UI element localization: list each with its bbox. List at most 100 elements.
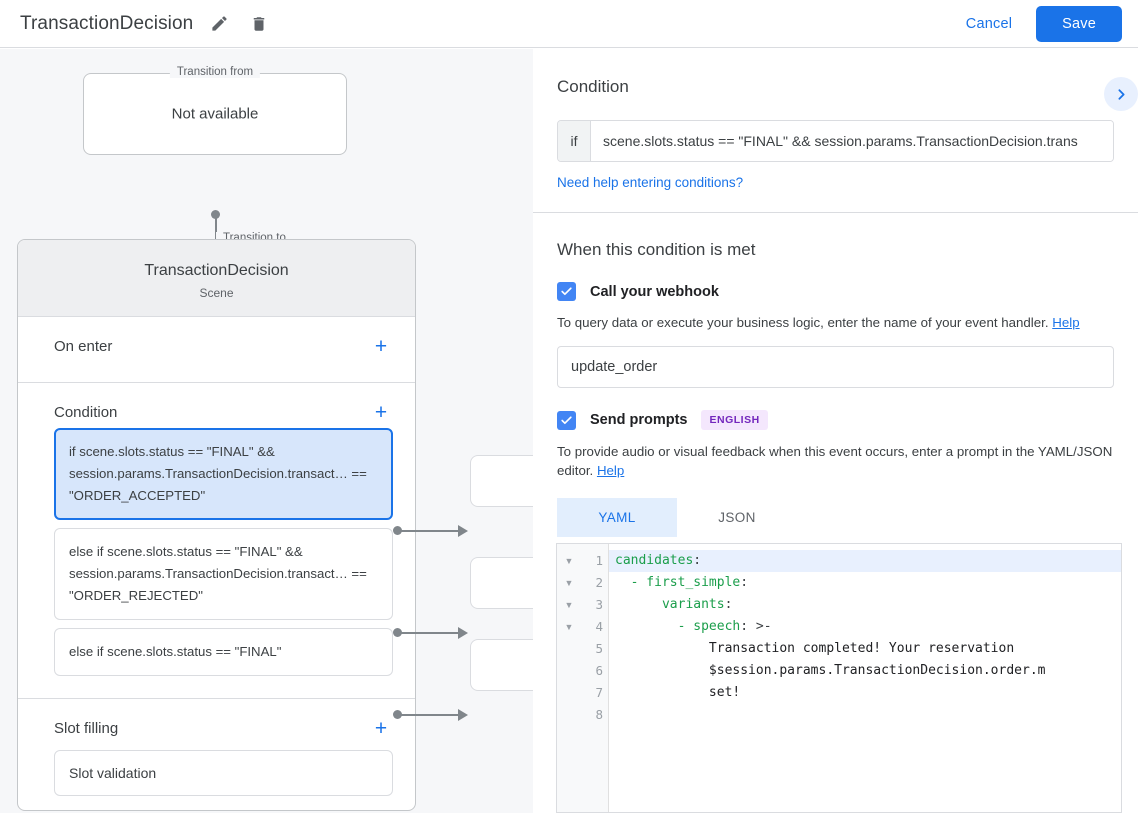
transition-from-value: Not available bbox=[171, 105, 259, 123]
pencil-icon[interactable] bbox=[207, 12, 231, 36]
scene-title: TransactionDecision bbox=[144, 262, 289, 279]
condition-section: Condition if Need help entering conditio… bbox=[533, 49, 1138, 212]
condition-card[interactable]: else if scene.slots.status == "FINAL" bbox=[54, 628, 393, 676]
fold-toggle-icon[interactable]: ▼ bbox=[564, 600, 574, 610]
condition-card[interactable]: else if scene.slots.status == "FINAL" &&… bbox=[54, 528, 393, 620]
add-on-enter-button[interactable]: + bbox=[374, 334, 388, 358]
webhook-help-link[interactable]: Help bbox=[1052, 315, 1080, 330]
header-actions: Cancel Save bbox=[952, 0, 1122, 48]
connector-line bbox=[398, 632, 460, 634]
editor-code-line[interactable]: Transaction completed! Your reservation bbox=[609, 638, 1121, 660]
connector-dot bbox=[393, 628, 402, 637]
editor-line-number: 2 bbox=[595, 575, 603, 590]
connector-line bbox=[398, 530, 460, 532]
condition-card[interactable]: if scene.slots.status == "FINAL" && sess… bbox=[54, 428, 393, 520]
connector-dot bbox=[211, 210, 220, 219]
scene-card: TransactionDecision Scene On enter + Con… bbox=[17, 239, 416, 811]
condition-input[interactable] bbox=[591, 121, 1113, 161]
yaml-key: candidates bbox=[615, 553, 694, 568]
yaml-punctuation: : bbox=[740, 575, 749, 590]
yaml-punctuation: : bbox=[724, 597, 733, 612]
yaml-text: $session.params.TransactionDecision.orde… bbox=[615, 663, 1046, 678]
section-title-on-enter: On enter bbox=[54, 337, 113, 355]
call-webhook-checkbox[interactable] bbox=[557, 282, 576, 301]
editor-line-number: 6 bbox=[595, 663, 603, 678]
connector-line bbox=[398, 714, 460, 716]
fold-spacer bbox=[557, 704, 581, 726]
connector-dot bbox=[393, 710, 402, 719]
webhook-description: To query data or execute your business l… bbox=[557, 313, 1114, 332]
yaml-punctuation: : >- bbox=[740, 619, 772, 634]
editor-code-line[interactable]: candidates: bbox=[609, 550, 1121, 572]
connector-line bbox=[215, 215, 217, 261]
fold-toggle-icon[interactable]: ▼ bbox=[564, 622, 574, 632]
yaml-text: Transaction completed! Your reservation bbox=[615, 641, 1015, 656]
call-webhook-label: Call your webhook bbox=[590, 283, 719, 300]
fold-spacer bbox=[557, 638, 581, 660]
target-node-box[interactable] bbox=[470, 557, 533, 609]
editor-code-area[interactable]: candidates: - first_simple: variants: - … bbox=[609, 544, 1121, 812]
scene-card-header: TransactionDecision Scene bbox=[18, 240, 415, 317]
prompts-check-row: Send prompts ENGLISH bbox=[557, 410, 1114, 430]
editor-fold-column: ▼ ▼ ▼ ▼ bbox=[557, 544, 581, 812]
app-header: TransactionDecision Cancel Save bbox=[0, 0, 1138, 48]
when-condition-met-section: When this condition is met Call your web… bbox=[533, 213, 1138, 537]
target-node-box[interactable] bbox=[470, 639, 533, 691]
editor-line-number: 5 bbox=[595, 641, 603, 656]
save-button[interactable]: Save bbox=[1036, 6, 1122, 42]
editor-line-number: 7 bbox=[595, 685, 603, 700]
editor-code-line[interactable]: $session.params.TransactionDecision.orde… bbox=[609, 660, 1121, 682]
connector-arrowhead bbox=[458, 709, 468, 721]
editor-line-number: 4 bbox=[595, 619, 603, 634]
prompts-help-link[interactable]: Help bbox=[596, 463, 625, 478]
yaml-punctuation: : bbox=[693, 553, 702, 568]
language-badge: ENGLISH bbox=[701, 410, 768, 430]
condition-help-link[interactable]: Need help entering conditions? bbox=[557, 175, 744, 190]
fold-spacer bbox=[557, 682, 581, 704]
fold-toggle-icon[interactable]: ▼ bbox=[564, 578, 574, 588]
condition-if-prefix: if bbox=[558, 121, 591, 161]
webhook-description-text: To query data or execute your business l… bbox=[557, 315, 1049, 330]
condition-heading: Condition bbox=[557, 77, 629, 96]
connector-dot bbox=[393, 526, 402, 535]
section-condition: Condition + if scene.slots.status == "FI… bbox=[18, 383, 415, 699]
transition-from-box: Transition from Not available bbox=[83, 66, 347, 155]
scene-graph-canvas: Transition from Not available Transition… bbox=[0, 49, 533, 813]
fold-spacer bbox=[557, 660, 581, 682]
slot-validation-card[interactable]: Slot validation bbox=[54, 750, 393, 796]
editor-format-tabs: YAML JSON bbox=[557, 498, 1114, 537]
editor-line-number: 3 bbox=[595, 597, 603, 612]
target-node-box[interactable] bbox=[470, 455, 533, 507]
section-title-slot-filling: Slot filling bbox=[54, 719, 119, 737]
yaml-text: set! bbox=[615, 685, 741, 700]
send-prompts-checkbox[interactable] bbox=[557, 410, 576, 430]
trash-icon[interactable] bbox=[247, 12, 271, 36]
yaml-key: variants bbox=[615, 597, 725, 612]
editor-code-line[interactable]: variants: bbox=[609, 594, 1121, 616]
editor-code-line[interactable]: - speech: >- bbox=[609, 616, 1121, 638]
tab-yaml[interactable]: YAML bbox=[557, 498, 677, 537]
send-prompts-label: Send prompts bbox=[590, 412, 688, 428]
connector-arrowhead bbox=[458, 627, 468, 639]
add-slot-filling-button[interactable]: + bbox=[374, 716, 388, 740]
section-header-condition: Condition + bbox=[18, 383, 415, 428]
event-handler-input[interactable] bbox=[557, 346, 1114, 388]
chevron-right-icon[interactable] bbox=[1104, 77, 1138, 111]
editor-code-line[interactable]: - first_simple: bbox=[609, 572, 1121, 594]
editor-code-line[interactable]: set! bbox=[609, 682, 1121, 704]
cancel-button[interactable]: Cancel bbox=[952, 7, 1026, 41]
page-title: TransactionDecision bbox=[20, 12, 194, 34]
editor-line-number: 1 bbox=[595, 553, 603, 568]
tab-json[interactable]: JSON bbox=[718, 510, 756, 525]
scene-subtitle: Scene bbox=[199, 286, 234, 300]
add-condition-button[interactable]: + bbox=[374, 400, 388, 424]
fold-toggle-icon[interactable]: ▼ bbox=[564, 556, 574, 566]
connector-arrowhead bbox=[458, 525, 468, 537]
webhook-check-row: Call your webhook bbox=[557, 282, 1114, 301]
section-title-condition: Condition bbox=[54, 403, 118, 421]
editor-code-line[interactable] bbox=[609, 704, 1121, 726]
condition-input-group: if bbox=[557, 120, 1114, 162]
yaml-key: - speech bbox=[615, 619, 741, 634]
